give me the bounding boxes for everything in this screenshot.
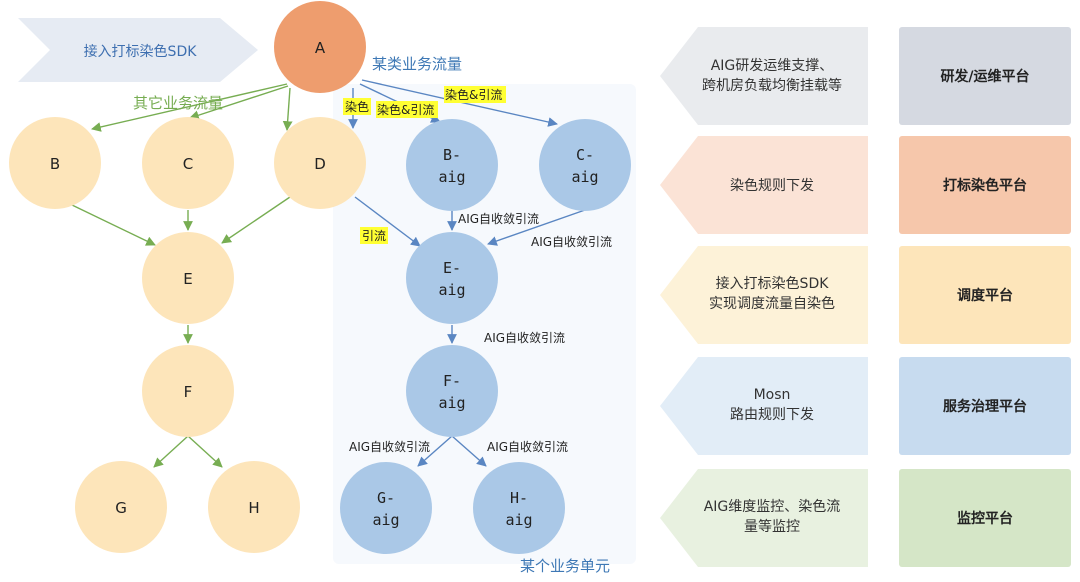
svg-text:aig: aig [372,511,399,529]
platform-arrow-dye [660,136,868,234]
edge-d-e [221,196,291,244]
svg-text:aig: aig [571,168,598,186]
edge-label-dye-steer-1: 染色&引流 [376,101,438,118]
label-business-unit: 某个业务单元 [520,557,610,575]
platform-arrow-text: 实现调度流量自染色 [709,295,835,312]
platform-box-label: 调度平台 [957,287,1013,304]
platform-arrow-monitoring [660,469,868,567]
svg-text:D: D [314,155,326,173]
platform-box-monitoring [899,469,1071,567]
node-f: F [142,345,234,437]
sdk-banner: 接入打标染色SDK [18,18,258,82]
svg-text:C-: C- [576,146,594,164]
edge-faig-gaig [417,435,453,467]
node-b: B [9,117,101,209]
edge-f-g [153,435,189,468]
node-c: C [142,117,234,209]
edge-label-aig-ce: AIG自收敛引流 [531,234,612,249]
svg-text:染色: 染色 [345,99,369,114]
edge-f-h [187,435,223,468]
platform-arrow-text: 路由规则下发 [730,407,814,423]
platform-row-governance: Mosn 路由规则下发 服务治理平台 [660,357,1071,455]
edge-label-aig-fh: AIG自收敛引流 [487,439,568,454]
svg-text:G-: G- [377,489,395,507]
platform-arrow-text: AIG研发运维支撑、 [711,58,834,74]
platform-box-label: 监控平台 [957,510,1013,527]
platform-row-dye: 染色规则下发 打标染色平台 [660,136,1071,234]
green-edges [71,83,293,468]
platform-box-governance [899,357,1071,455]
edge-a-d [282,87,293,131]
edge-b-e [71,204,156,246]
node-b-aig: B- aig [406,119,498,211]
svg-text:G: G [115,499,127,517]
platform-box-dye [899,136,1071,234]
edge-a-b [91,83,288,132]
node-d: D [274,117,366,209]
platform-arrow-scheduling [660,246,868,344]
edge-label-dye: 染色 [343,98,371,115]
node-e-aig: E- aig [406,232,498,324]
svg-text:F-: F- [443,372,461,390]
node-c-aig: C- aig [539,119,631,211]
svg-text:H-: H- [510,489,528,507]
edge-label-steer: 引流 [360,227,388,244]
platform-box-label: 服务治理平台 [943,398,1027,415]
platform-arrow-text: 量等监控 [744,518,800,535]
svg-text:染色&引流: 染色&引流 [445,87,502,102]
svg-text:E: E [183,270,192,288]
svg-text:aig: aig [505,511,532,529]
svg-text:C: C [183,155,193,173]
svg-text:染色&引流: 染色&引流 [377,102,434,117]
platform-arrow-text: AIG维度监控、染色流 [704,498,841,515]
platform-row-rd-ops: AIG研发运维支撑、 跨机房负载均衡挂载等 研发/运维平台 [660,27,1071,125]
edge-a-c [189,85,289,120]
svg-text:aig: aig [438,394,465,412]
node-e: E [142,232,234,324]
svg-text:B: B [50,155,60,173]
platform-arrow-text: Mosn [754,387,791,403]
node-h: H [208,461,300,553]
node-g: G [75,461,167,553]
business-unit-region [333,84,636,564]
node-f-aig: F- aig [406,345,498,437]
platform-arrow-text: 接入打标染色SDK [716,275,830,292]
edge-label-aig-fg: AIG自收敛引流 [349,439,430,454]
svg-text:A: A [315,39,326,57]
edge-label-aig-be: AIG自收敛引流 [458,211,539,226]
edge-d-eaig [354,196,421,247]
node-g-aig: G- aig [340,462,432,554]
platform-box-scheduling [899,246,1071,344]
label-other-traffic: 其它业务流量 [133,94,223,112]
svg-text:B-: B- [443,146,461,164]
platform-box-rd-ops [899,27,1071,125]
platform-arrow-governance [660,357,868,455]
svg-text:aig: aig [438,281,465,299]
edge-label-aig-ef: AIG自收敛引流 [484,330,565,345]
svg-text:引流: 引流 [362,229,386,243]
platform-arrow-rd-ops [660,27,868,125]
platform-box-label: 打标染色平台 [943,177,1027,194]
sdk-banner-arrow [18,18,258,82]
svg-text:E-: E- [443,259,461,277]
svg-text:H: H [248,499,259,517]
edge-faig-haig [451,435,487,467]
edge-caig-eaig [487,209,586,246]
platform-arrow-text: 染色规则下发 [730,177,814,194]
svg-text:F: F [184,383,193,401]
label-traffic-class: 某类业务流量 [372,55,462,73]
platform-row-monitoring: AIG维度监控、染色流 量等监控 监控平台 [660,469,1071,567]
node-h-aig: H- aig [473,462,565,554]
edge-label-dye-steer-2: 染色&引流 [444,86,506,103]
platform-row-scheduling: 接入打标染色SDK 实现调度流量自染色 调度平台 [660,246,1071,344]
platform-box-label: 研发/运维平台 [940,68,1029,85]
node-a: A [274,1,366,93]
platform-arrow-text: 跨机房负载均衡挂载等 [702,77,842,94]
svg-text:aig: aig [438,168,465,186]
sdk-banner-label: 接入打标染色SDK [84,43,198,60]
